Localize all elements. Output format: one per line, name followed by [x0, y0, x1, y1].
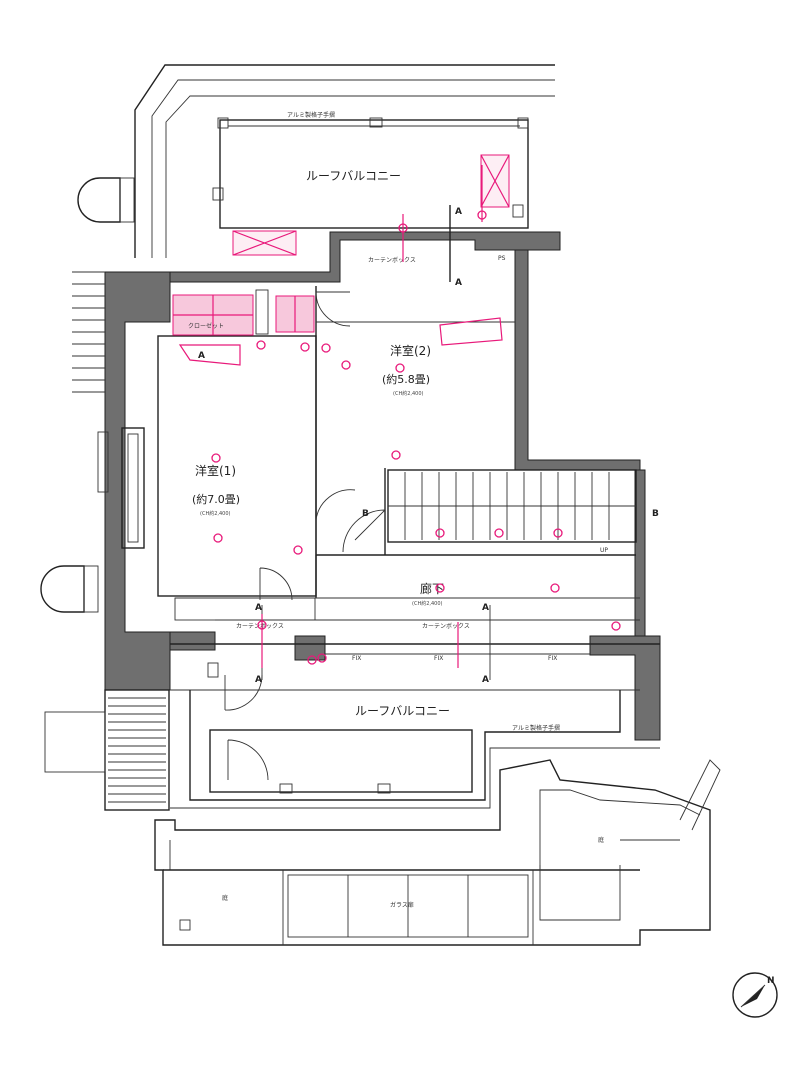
- outlet-icon: [321, 343, 331, 353]
- ps-label: PS: [498, 255, 506, 262]
- corridor-label: 廊下: [420, 581, 444, 596]
- stair-treads: [404, 472, 610, 540]
- window-annotations: カーテンボックス カーテンボックス カーテンボックス FIX FIX FIX P…: [236, 255, 557, 662]
- section-mark-top-2: A: [455, 278, 462, 288]
- outlet-icon: [293, 545, 303, 555]
- section-mark-bl-2: A: [255, 675, 262, 685]
- section-mark-room1: A: [198, 351, 205, 361]
- door-room2: [315, 291, 351, 327]
- outlet-icon: [435, 583, 445, 593]
- door-corridor: [342, 509, 386, 553]
- left-stripe-wall: [72, 271, 105, 393]
- bottom-roof-balcony: ルーフバルコニー アルミ製格子手摺: [170, 662, 660, 809]
- outlet-icon: [435, 528, 445, 538]
- outdoor-unit-top: [77, 177, 121, 223]
- curtain-box-top: カーテンボックス: [368, 256, 416, 264]
- b-mark-left: B: [362, 509, 369, 519]
- outlet-icon: [213, 533, 223, 543]
- door-room1: [315, 489, 356, 555]
- fix-label-2: FIX: [434, 655, 443, 662]
- outlet-icon: [550, 583, 560, 593]
- north-arrow-icon: N: [732, 972, 778, 1018]
- outlet-icon: [256, 340, 266, 350]
- section-mark-br-1: A: [482, 603, 489, 613]
- closet-label: クローゼット: [188, 322, 224, 330]
- fix-label-1: FIX: [352, 655, 361, 662]
- site-outline-top: [134, 64, 555, 258]
- left-steps: [108, 697, 166, 803]
- alu-handrail-bottom-label: アルミ製格子手摺: [512, 724, 560, 732]
- outlet-icon: [494, 528, 504, 538]
- pink-lines: [178, 165, 503, 668]
- curtain-box-bottom-right: カーテンボックス: [422, 622, 470, 630]
- outdoor-unit-bottom: [40, 565, 85, 613]
- outlet-icon: [317, 653, 327, 663]
- outlet-icon: [300, 342, 310, 352]
- door-balcony: [259, 567, 293, 601]
- outlet-icon: [611, 621, 621, 631]
- alu-handrail-top-label: アルミ製格子手摺: [287, 111, 335, 119]
- western-room-1-ceiling: (CH約2,400): [200, 510, 231, 517]
- electrical-outlets: [211, 210, 621, 665]
- outlet-icon: [391, 450, 401, 460]
- western-room-1-area: (約7.0畳): [192, 492, 240, 506]
- outlet-icon: [211, 453, 221, 463]
- roof-balcony-top-label: ルーフバルコニー: [306, 169, 401, 183]
- western-room-2-label: 洋室(2): [390, 343, 431, 358]
- glass-door-label: ガラス扉: [390, 901, 414, 909]
- door-utility: [227, 739, 269, 781]
- corridor-ceiling: (CH約2,400): [412, 600, 443, 607]
- outlet-icon: [307, 655, 317, 665]
- roof-balcony-bottom-label: ルーフバルコニー: [355, 704, 450, 718]
- curtain-box-bottom-left: カーテンボックス: [236, 622, 284, 630]
- fix-label-3: FIX: [548, 655, 557, 662]
- b-mark-right: B: [652, 509, 659, 519]
- outlet-icon: [553, 528, 563, 538]
- bottom-garden: 庭 ガラス扉 庭: [154, 759, 721, 946]
- section-marks: A A A A A A A B B: [198, 205, 659, 685]
- section-mark-bl-1: A: [255, 603, 262, 613]
- niwa-left-label: 庭: [222, 894, 228, 902]
- exterior-walls: [104, 231, 661, 741]
- section-mark-top-1: A: [455, 207, 462, 217]
- outlet-icon: [341, 360, 351, 370]
- outlet-icon: [395, 363, 405, 373]
- closets: クローゼット: [172, 289, 315, 336]
- compass-north-label: N: [767, 976, 775, 986]
- staircase: UP: [387, 469, 637, 554]
- section-mark-br-2: A: [482, 675, 489, 685]
- western-room-2-area: (約5.8畳): [382, 372, 430, 386]
- niwa-right-label: 庭: [598, 836, 604, 844]
- door-terrace: [224, 674, 263, 711]
- up-label: UP: [600, 547, 608, 554]
- doors: [224, 291, 386, 781]
- room-labels: 洋室(1) (約7.0畳) (CH約2,400) 洋室(2) (約5.8畳) (…: [192, 343, 444, 607]
- western-room-2-ceiling: (CH約2,400): [393, 390, 424, 397]
- western-room-1-label: 洋室(1): [195, 463, 236, 478]
- left-features: [40, 177, 170, 811]
- interior-lines: [157, 286, 660, 655]
- top-roof-balcony: アルミ製格子手摺 ルーフバルコニー: [212, 111, 529, 256]
